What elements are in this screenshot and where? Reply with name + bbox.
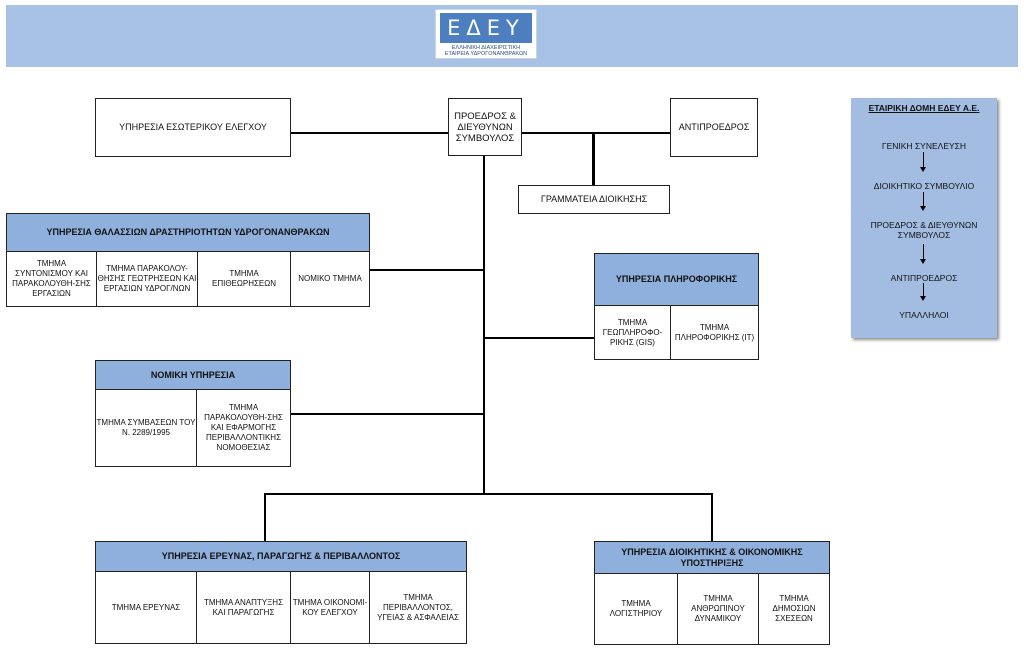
connector-secretariat <box>592 132 595 185</box>
edey-logo: ΕΔΕΥ ΕΛΛΗΝΙΚΗ ΔΙΑΧΕΙΡΙΣΤΙΚΗ ΕΤΑΙΡΕΙΑ ΥΔΡ… <box>435 9 537 59</box>
connector-admin <box>711 493 713 542</box>
connector-trunk <box>483 155 485 494</box>
legal-dept-header: ΝΟΜΙΚΗ ΥΠΗΡΕΣΙΑ <box>95 360 291 390</box>
admin-dept-header: ΥΠΗΡΕΣΙΑ ΔΙΟΙΚΗΤΙΚΗΣ & ΟΙΚΟΝΟΜΙΚΗΣ ΥΠΟΣΤ… <box>594 541 830 574</box>
connector-research <box>264 493 266 542</box>
connector-it <box>483 337 595 339</box>
marine-unit-coordination: ΤΜΗΜΑ ΣΥΝΤΟΝΙΣΜΟΥ ΚΑΙ ΠΑΡΑΚΟΛΟΥΘΗ-ΣΗΣ ΕΡ… <box>6 251 97 307</box>
structure-item-vice-president: ΑΝΤΙΠΡΟΕΔΡΟΣ <box>890 273 958 283</box>
admin-unit-hr: ΤΜΗΜΑ ΑΝΘΡΩΠΙΝΟΥ ΔΥΝΑΜΙΚΟΥ <box>677 573 759 645</box>
it-dept-header: ΥΠΗΡΕΣΙΑ ΠΛΗΡΟΦΟΡΙΚΗΣ <box>594 253 759 306</box>
structure-arrow-2-icon <box>920 206 926 211</box>
research-unit-development: ΤΜΗΜΑ ΑΝΑΠΤΥΞΗΣ ΚΑΙ ΠΑΡΑΓΩΓΗΣ <box>196 571 291 644</box>
connector-audit <box>290 132 448 134</box>
structure-item-general-assembly: ΓΕΝΙΚΗ ΣΥΝΕΛΕΥΣΗ <box>881 141 967 151</box>
structure-arrow-2-shaft <box>923 192 924 207</box>
marine-unit-legal: ΝΟΜΙΚΟ ΤΜΗΜΑ <box>290 251 370 307</box>
admin-unit-pr: ΤΜΗΜΑ ΔΗΜΟΣΙΩΝ ΣΧΕΣΕΩΝ <box>758 573 830 645</box>
research-unit-environment: ΤΜΗΜΑ ΠΕΡΙΒΑΛΛΟΝΤΟΣ, ΥΓΕΙΑΣ & ΑΣΦΑΛΕΙΑΣ <box>369 571 467 644</box>
research-unit-research: ΤΜΗΜΑ ΕΡΕΥΝΑΣ <box>95 571 197 644</box>
connector-bottom-bar <box>264 493 713 495</box>
secretariat-box: ΓΡΑΜΜΑΤΕΙΑ ΔΙΟΙΚΗΣΗΣ <box>518 185 670 214</box>
connector-legal <box>290 413 484 415</box>
internal-audit-box: ΥΠΗΡΕΣΙΑ ΕΣΩΤΕΡΙΚΟΥ ΕΛΕΓΧΟΥ <box>95 98 291 157</box>
structure-arrow-4-shaft <box>923 283 924 297</box>
corporate-structure-title: ΕΤΑΙΡΙΚΗ ΔΟΜΗ ΕΔΕΥ Α.Ε. <box>868 103 980 113</box>
logo-letters: ΕΔΕΥ <box>440 13 532 43</box>
marine-dept-header: ΥΠΗΡΕΣΙΑ ΘΑΛΑΣΣΙΩΝ ΔΡΑΣΤΗΡΙΟΤΗΤΩΝ ΥΔΡΟΓΟ… <box>6 213 370 252</box>
structure-arrow-1-icon <box>920 167 926 172</box>
structure-item-board: ΔΙΟΙΚΗΤΙΚΟ ΣΥΜΒΟΥΛΙΟ <box>873 181 975 191</box>
legal-unit-contracts: ΤΜΗΜΑ ΣΥΜΒΑΣΕΩΝ ΤΟΥ Ν. 2289/1995 <box>95 389 197 467</box>
logo-line-2: ΕΤΑΙΡΕΙΑ ΥΔΡΟΓΟΝΑΝΘΡΑΚΩΝ <box>444 51 528 57</box>
legal-unit-environmental: ΤΜΗΜΑ ΠΑΡΑΚΟΛΟΥΘΗ-ΣΗΣ ΚΑΙ ΕΦΑΡΜΟΓΗΣ ΠΕΡΙ… <box>196 389 291 467</box>
research-unit-financial-control: ΤΜΗΜΑ ΟΙΚΟΝΟΜΙ-ΚΟΥ ΕΛΕΓΧΟΥ <box>290 571 370 644</box>
structure-arrow-1-shaft <box>923 152 924 168</box>
marine-unit-inspections: ΤΜΗΜΑ ΕΠΙΘΕΩΡΗΣΕΩΝ <box>197 251 291 307</box>
it-unit-it: ΤΜΗΜΑ ΠΛΗΡΟΦΟΡΙΚΗΣ (IT) <box>670 305 759 360</box>
president-box: ΠΡΟΕΔΡΟΣ & ΔΙΕΥΘΥΝΩΝ ΣΥΜΒΟΥΛΟΣ <box>448 98 522 156</box>
vice-president-box: ΑΝΤΙΠΡΟΕΔΡΟΣ <box>670 98 758 157</box>
admin-unit-accounting: ΤΜΗΜΑ ΛΟΓΙΣΤΗΡΙΟΥ <box>594 573 678 645</box>
it-unit-gis: ΤΜΗΜΑ ΓΕΩΠΛΗΡΟΦΟ-ΡΙΚΗΣ (GIS) <box>594 305 671 360</box>
structure-arrow-4-icon <box>920 296 926 301</box>
corporate-structure-panel: ΕΤΑΙΡΙΚΗ ΔΟΜΗ ΕΔΕΥ Α.Ε. ΓΕΝΙΚΗ ΣΥΝΕΛΕΥΣΗ… <box>851 98 997 338</box>
connector-marine <box>369 269 484 271</box>
structure-item-president: ΠΡΟΕΔΡΟΣ & ΔΙΕΥΘΥΝΩΝ ΣΥΜΒΟΥΛΟΣ <box>870 220 978 240</box>
logo-line-1: ΕΛΛΗΝΙΚΗ ΔΙΑΧΕΙΡΙΣΤΙΚΗ <box>451 45 521 51</box>
structure-item-employees: ΥΠΑΛΛΗΛΟΙ <box>899 310 949 320</box>
structure-arrow-3-icon <box>920 259 926 264</box>
structure-arrow-3-shaft <box>923 244 924 260</box>
marine-unit-drilling: ΤΜΗΜΑ ΠΑΡΑΚΟΛΟΥ-ΘΗΣΗΣ ΓΕΩΤΡΗΣΕΩΝ ΚΑΙ ΕΡΓ… <box>96 251 198 307</box>
connector-vice <box>521 132 671 134</box>
research-dept-header: ΥΠΗΡΕΣΙΑ ΕΡΕΥΝΑΣ, ΠΑΡΑΓΩΓΗΣ & ΠΕΡΙΒΑΛΛΟΝ… <box>95 541 467 572</box>
